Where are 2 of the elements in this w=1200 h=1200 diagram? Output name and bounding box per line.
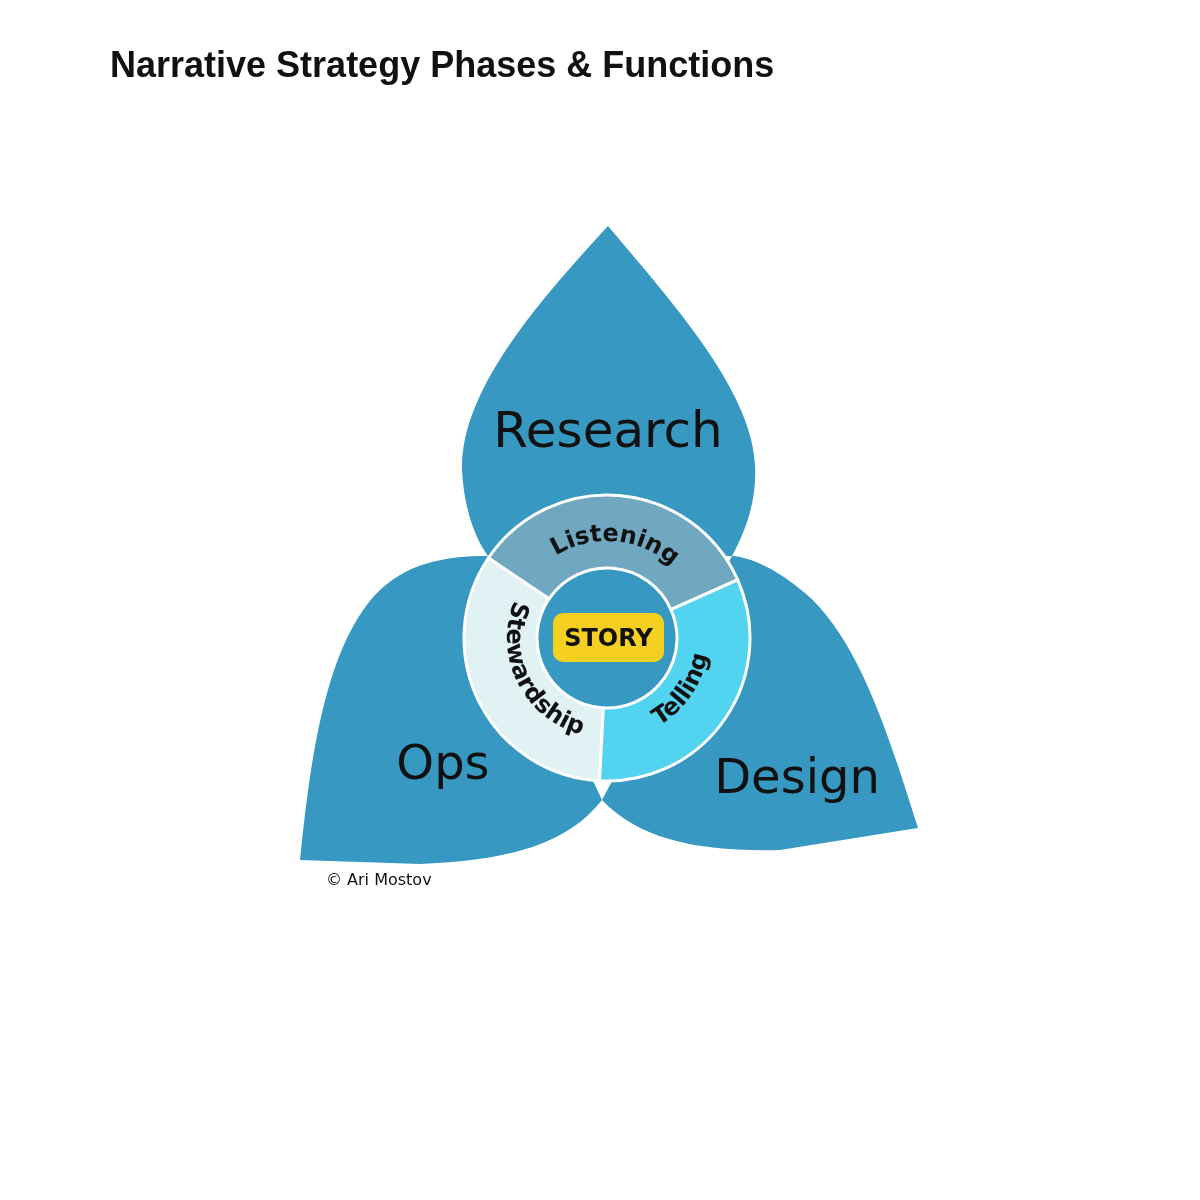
copyright-note: © Ari Mostov: [326, 870, 432, 889]
title: Narrative Strategy Phases & Functions: [110, 44, 775, 86]
